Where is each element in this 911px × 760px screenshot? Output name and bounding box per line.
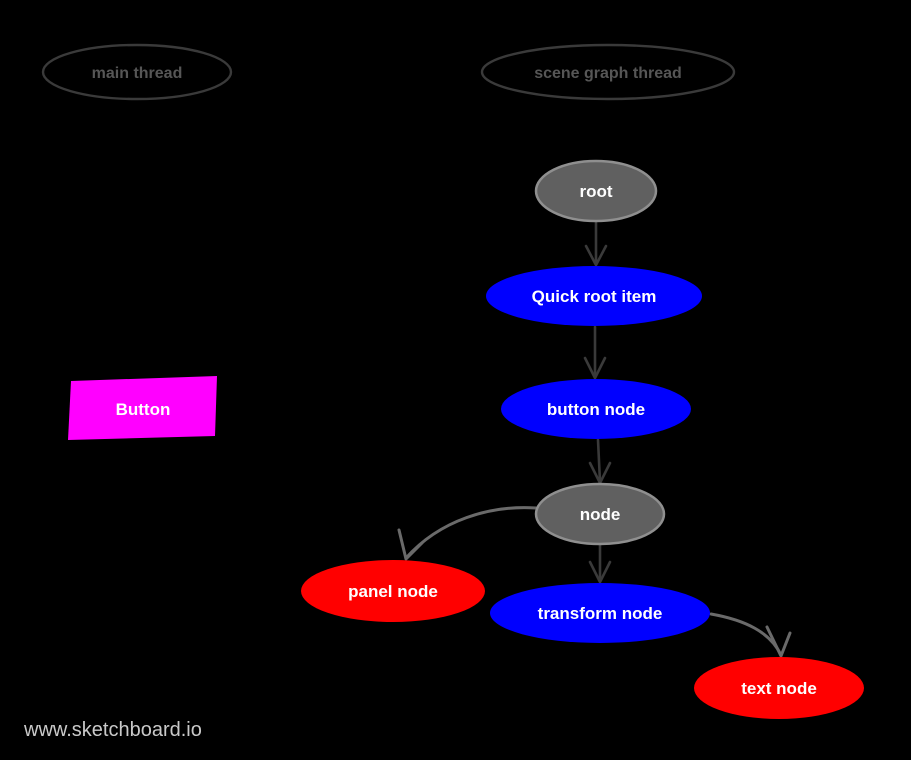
node-shape xyxy=(534,482,666,546)
node-label: transform node xyxy=(538,604,663,623)
node-root[interactable]: root xyxy=(534,159,658,223)
edge-arrowhead xyxy=(584,244,608,267)
node-label: button node xyxy=(547,400,645,419)
swimlane-layer: main thread scene graph thread xyxy=(41,43,736,101)
edge-layer xyxy=(397,219,792,658)
edge-arrowhead xyxy=(765,625,792,658)
swimlane-label: main thread xyxy=(92,65,183,82)
node-panel-node[interactable]: panel node xyxy=(301,560,485,622)
node-node[interactable]: node xyxy=(534,482,666,546)
node-shape xyxy=(694,657,864,719)
node-quick-root-item[interactable]: Quick root item xyxy=(486,266,702,326)
node-label: node xyxy=(580,505,621,524)
node-label: Quick root item xyxy=(532,287,657,306)
node-button-node[interactable]: button node xyxy=(501,379,691,439)
edge-line xyxy=(596,438,602,484)
edge-node-to-transform-node[interactable] xyxy=(588,543,612,584)
node-shape xyxy=(68,376,217,440)
edge-node-to-panel-node[interactable] xyxy=(397,506,538,561)
node-shape xyxy=(486,266,702,326)
node-label: text node xyxy=(741,679,817,698)
node-shape xyxy=(534,159,658,223)
node-shape xyxy=(490,583,710,643)
node-button[interactable]: Button xyxy=(68,376,217,440)
swimlane-label: scene graph thread xyxy=(534,65,682,82)
node-transform-node[interactable]: transform node xyxy=(490,583,710,643)
swimlane-outline xyxy=(480,43,736,101)
node-text-node[interactable]: text node xyxy=(694,657,864,719)
node-shape xyxy=(501,379,691,439)
swimlane-scene-graph-thread[interactable]: scene graph thread xyxy=(480,43,736,101)
watermark-sketchboard: www.sketchboard.io xyxy=(23,719,202,741)
edge-arrowhead xyxy=(583,356,607,380)
edge-transform-node-to-text-node[interactable] xyxy=(709,612,792,658)
node-label: Button xyxy=(116,400,171,419)
swimlane-main-thread[interactable]: main thread xyxy=(41,43,233,101)
edge-quick-root-item-to-button-node[interactable] xyxy=(583,325,607,380)
edge-arrowhead xyxy=(588,560,612,584)
edge-root-to-quick-root-item[interactable] xyxy=(584,219,608,267)
node-label: panel node xyxy=(348,582,438,601)
edge-arrowhead xyxy=(397,528,424,561)
swimlane-outline xyxy=(41,43,233,101)
node-label: root xyxy=(579,182,612,201)
node-shape xyxy=(301,560,485,622)
